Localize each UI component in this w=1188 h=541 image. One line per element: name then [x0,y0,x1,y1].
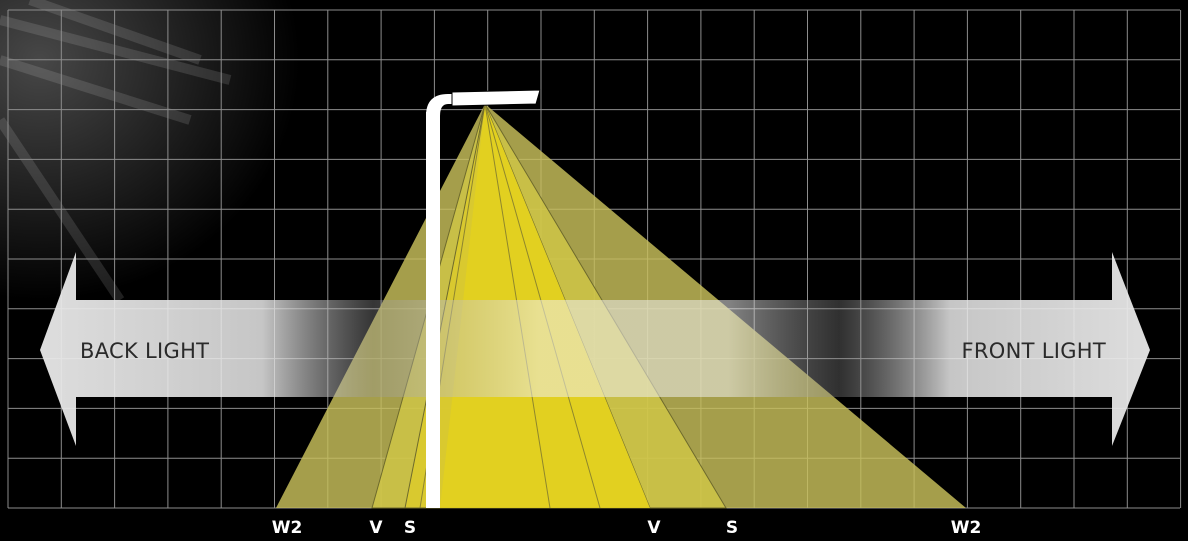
label-v-left: V [369,518,383,538]
label-s-right: S [726,518,738,538]
label-s-left: S [404,518,416,538]
label-w2-right: W2 [951,518,982,538]
street-light-pole [426,89,541,508]
label-w2-left: W2 [272,518,303,538]
double-arrow: BACK LIGHT FRONT LIGHT [40,252,1150,446]
luminaire-head [451,89,541,107]
bottom-labels: W2 V S V S W2 [272,518,982,538]
front-light-label: FRONT LIGHT [962,339,1107,363]
label-v-right: V [647,518,661,538]
back-light-label: BACK LIGHT [80,339,209,363]
arrow-band [40,252,1150,446]
